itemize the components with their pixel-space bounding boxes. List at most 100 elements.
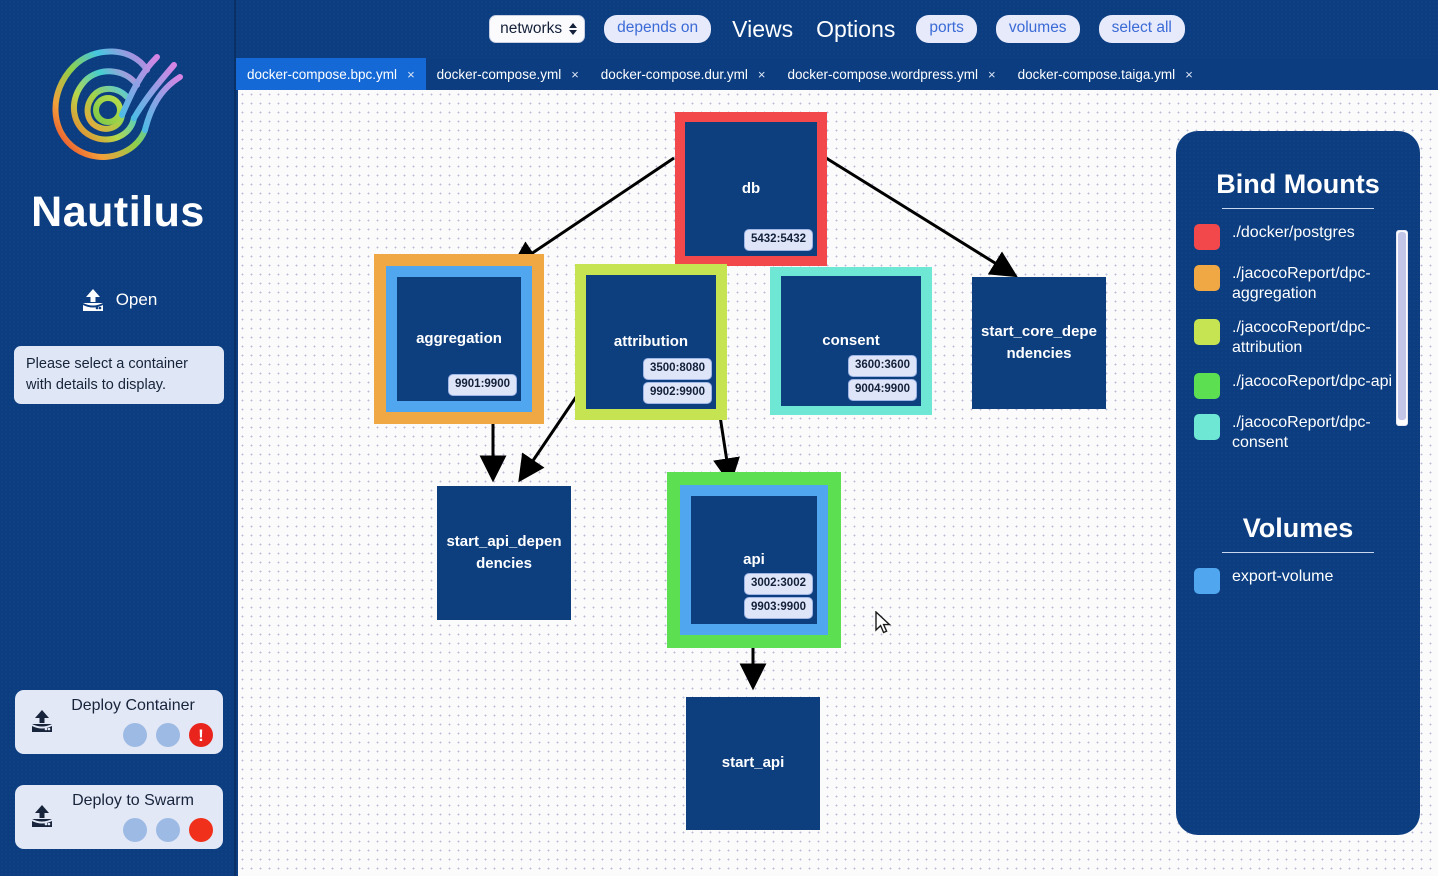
deploy-container-label: Deploy Container	[71, 697, 195, 714]
list-item[interactable]: ./jacocoReport/dpc-aggregation	[1194, 264, 1402, 304]
node-label: start_api	[721, 754, 785, 772]
upload-icon	[32, 805, 52, 827]
networks-select-label: networks	[500, 19, 563, 37]
upload-icon	[82, 289, 103, 311]
list-item[interactable]: export-volume	[1194, 567, 1402, 594]
node-ports: 3002:3002 9903:9900	[744, 572, 813, 619]
divider	[1222, 208, 1374, 209]
tab-docker-compose[interactable]: docker-compose.yml ×	[426, 58, 590, 90]
node-start-api-dependencies[interactable]: start_api_dependencies	[437, 486, 571, 620]
node-consent[interactable]: consent 3600:3600 9004:9900	[781, 276, 921, 406]
status-light-stop[interactable]	[189, 818, 213, 842]
color-swatch-icon	[1194, 319, 1220, 345]
port-mapping: 5432:5432	[744, 228, 813, 251]
scrollbar-thumb[interactable]	[1398, 232, 1406, 420]
port-mapping: 9902:9900	[643, 381, 712, 404]
left-sidebar: Nautilus Open Please select a container …	[0, 0, 236, 876]
port-mapping: 9903:9900	[744, 596, 813, 619]
close-icon[interactable]: ×	[1185, 66, 1193, 82]
bind-mounts-heading: Bind Mounts	[1216, 169, 1380, 199]
volumes-list: export-volume	[1176, 567, 1420, 594]
status-light-idle[interactable]	[156, 818, 180, 842]
open-button[interactable]: Open	[0, 286, 236, 314]
color-swatch-icon	[1194, 224, 1220, 250]
deploy-container-status-lights: !	[123, 723, 213, 747]
tab-docker-compose-dur[interactable]: docker-compose.dur.yml ×	[590, 58, 777, 90]
details-hint-text: Please select a container with details t…	[26, 356, 189, 393]
node-ports: 5432:5432	[744, 228, 813, 251]
list-item[interactable]: ./jacocoReport/dpc-api	[1194, 372, 1402, 399]
legend-label: ./jacocoReport/dpc-attribution	[1232, 319, 1371, 356]
legend-label: ./jacocoReport/dpc-consent	[1232, 414, 1371, 451]
status-light-idle[interactable]	[123, 818, 147, 842]
bind-mounts-scrollbar[interactable]	[1396, 230, 1408, 426]
list-item[interactable]: ./jacocoReport/dpc-attribution	[1194, 318, 1402, 358]
node-label: api	[743, 550, 765, 568]
deploy-swarm-label: Deploy to Swarm	[72, 792, 194, 809]
node-attribution[interactable]: attribution 3500:8080 9902:9900	[586, 275, 716, 409]
deploy-swarm-status-lights	[123, 818, 213, 842]
tab-label: docker-compose.wordpress.yml	[787, 66, 979, 82]
brand-block: Nautilus	[0, 34, 236, 237]
node-aggregation[interactable]: aggregation 9901:9900	[397, 277, 521, 401]
tab-docker-compose-bpc[interactable]: docker-compose.bpc.yml ×	[236, 58, 426, 90]
close-icon[interactable]: ×	[988, 66, 996, 82]
divider	[1222, 552, 1374, 553]
edge-db-aggregation	[510, 156, 675, 268]
port-mapping: 9004:9900	[848, 378, 917, 401]
node-label: db	[741, 179, 761, 197]
upload-icon	[32, 710, 52, 732]
port-mapping: 3500:8080	[643, 357, 712, 380]
port-mapping: 3600:3600	[848, 354, 917, 377]
bind-mounts-list: ./docker/postgres ./jacocoReport/dpc-agg…	[1176, 223, 1420, 453]
page-title: Nautilus	[31, 188, 205, 236]
port-mapping: 9901:9900	[448, 373, 517, 396]
legend-label: export-volume	[1232, 568, 1334, 585]
tab-docker-compose-taiga[interactable]: docker-compose.taiga.yml ×	[1007, 58, 1204, 90]
color-swatch-icon	[1194, 373, 1220, 399]
menu-views[interactable]: Views	[732, 15, 794, 42]
close-icon[interactable]: ×	[571, 66, 579, 82]
details-hint-box: Please select a container with details t…	[14, 346, 224, 404]
tab-label: docker-compose.yml	[436, 66, 562, 82]
legend-label: ./jacocoReport/dpc-aggregation	[1232, 265, 1371, 302]
tab-label: docker-compose.dur.yml	[600, 66, 748, 82]
node-start-core-dependencies[interactable]: start_core_dependencies	[972, 277, 1106, 409]
tab-label: docker-compose.bpc.yml	[247, 66, 398, 82]
node-label: aggregation	[416, 329, 502, 347]
status-light-idle[interactable]	[123, 723, 147, 747]
spinner-up-down-icon[interactable]	[569, 23, 578, 35]
ports-button[interactable]: ports	[916, 15, 977, 43]
networks-select[interactable]: networks	[489, 14, 586, 44]
node-api[interactable]: api 3002:3002 9903:9900	[691, 496, 817, 624]
open-label: Open	[115, 290, 158, 309]
deploy-to-swarm-button[interactable]: Deploy to Swarm	[15, 785, 223, 849]
color-swatch-icon	[1194, 568, 1220, 594]
volumes-button[interactable]: volumes	[995, 15, 1080, 43]
tab-docker-compose-wordpress[interactable]: docker-compose.wordpress.yml ×	[776, 58, 1006, 90]
status-light-alert[interactable]: !	[189, 723, 213, 747]
nautilus-logo-icon	[52, 48, 183, 160]
status-light-idle[interactable]	[156, 723, 180, 747]
list-item[interactable]: ./jacocoReport/dpc-consent	[1194, 413, 1402, 453]
node-start-api[interactable]: start_api	[686, 697, 820, 830]
deploy-container-button[interactable]: Deploy Container !	[15, 690, 223, 754]
depends-on-button[interactable]: depends on	[604, 15, 712, 43]
edge-db-start-core	[825, 156, 1018, 278]
file-tab-bar: docker-compose.bpc.yml × docker-compose.…	[236, 58, 1438, 90]
tab-label: docker-compose.taiga.yml	[1017, 66, 1176, 82]
color-swatch-icon	[1194, 414, 1220, 440]
node-ports: 3500:8080 9902:9900	[643, 357, 712, 404]
node-db[interactable]: db 5432:5432	[685, 122, 817, 256]
node-label: start_core_dependencies	[981, 322, 1097, 363]
port-mapping: 3002:3002	[744, 572, 813, 595]
node-ports: 9901:9900	[448, 373, 517, 396]
select-all-button[interactable]: select all	[1098, 15, 1185, 43]
menu-options[interactable]: Options	[816, 15, 896, 42]
list-item[interactable]: ./docker/postgres	[1194, 223, 1402, 250]
close-icon[interactable]: ×	[757, 66, 766, 82]
close-icon[interactable]: ×	[407, 66, 415, 82]
top-toolbar: networks depends on Views Options ports …	[236, 0, 1438, 58]
volumes-heading: Volumes	[1242, 513, 1354, 543]
